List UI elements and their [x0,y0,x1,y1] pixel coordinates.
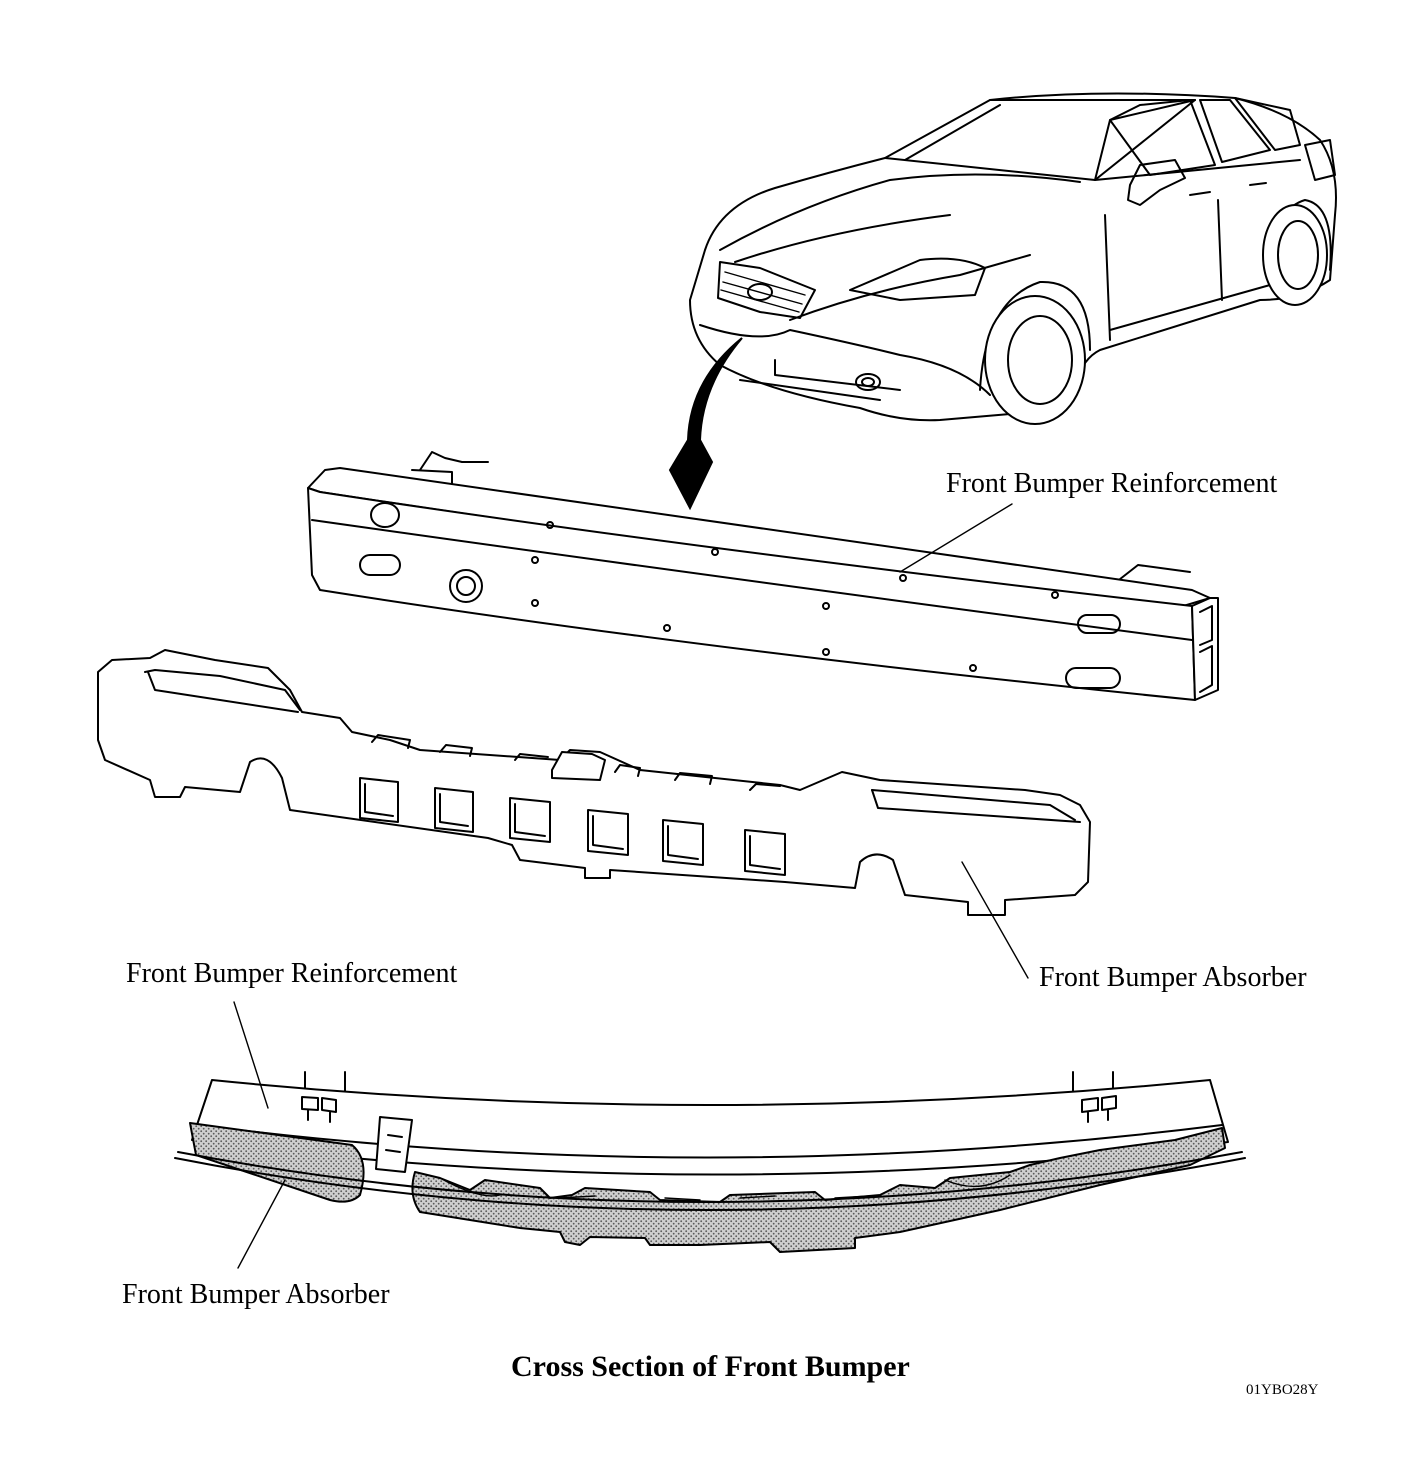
label-absorber-right: Front Bumper Absorber [1039,962,1307,993]
label-reinforcement-section: Front Bumper Reinforcement [126,958,458,989]
leader-absorber-section [237,1179,286,1269]
direction-arrow [668,337,743,511]
figure-caption: Cross Section of Front Bumper [511,1350,910,1383]
leader-absorber-right [961,861,1029,979]
car-illustration [689,92,1337,425]
figure-code: 01YBO28Y [1246,1382,1319,1398]
reinforcement-part [307,451,1219,701]
cross-section [174,1071,1246,1253]
leader-reinforcement-section [233,1001,269,1109]
label-reinforcement-top: Front Bumper Reinforcement [946,468,1278,499]
label-absorber-section: Front Bumper Absorber [122,1279,390,1310]
absorber-part [97,649,1091,916]
leader-reinforcement-top [899,503,1013,573]
